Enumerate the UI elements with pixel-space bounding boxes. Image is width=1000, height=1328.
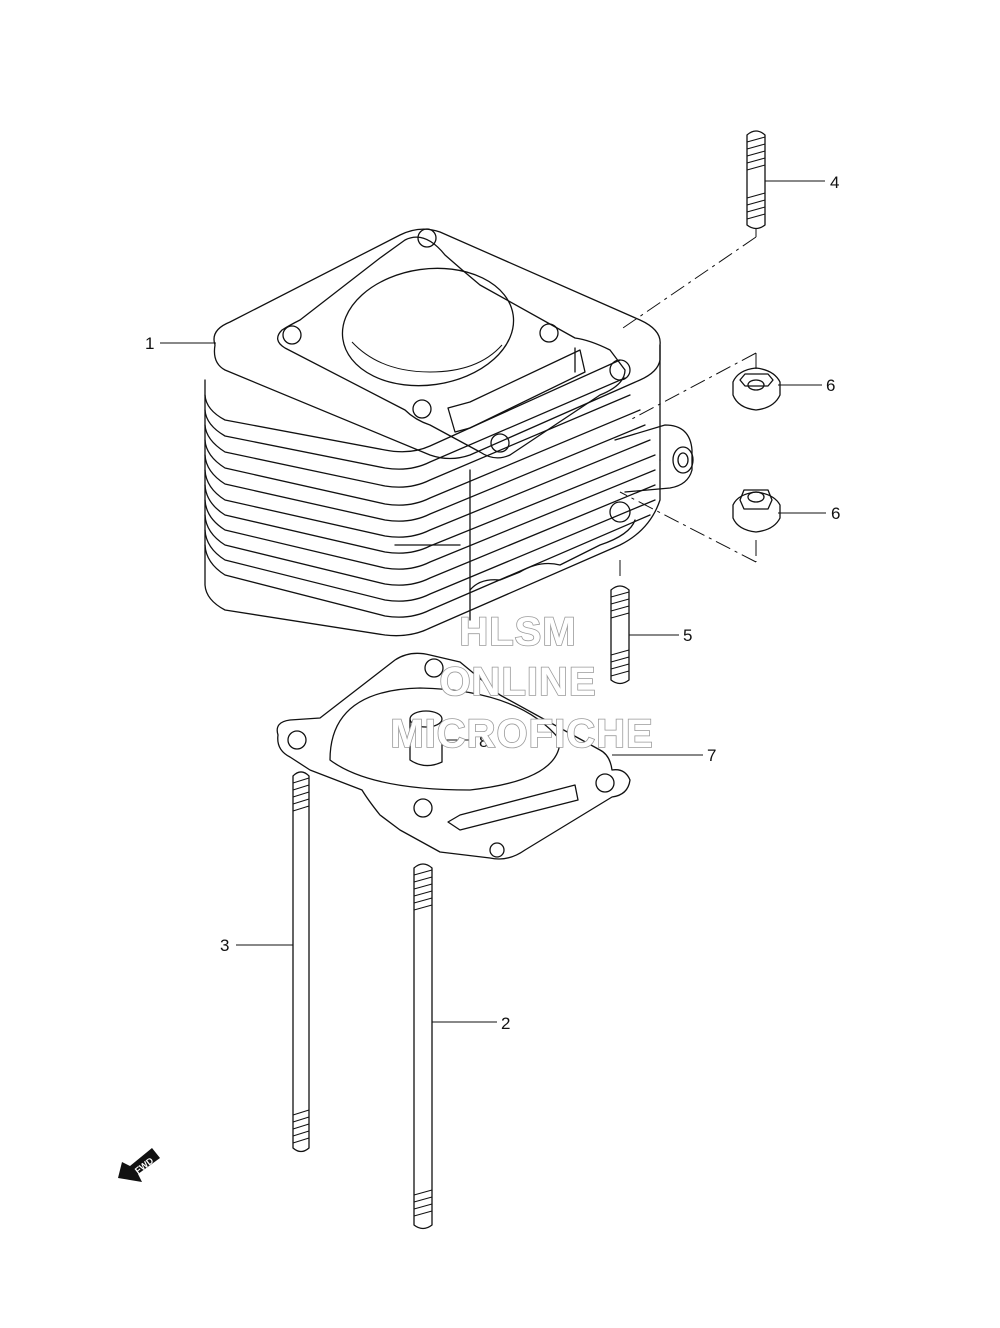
dowel-pin-part [409,710,443,767]
callout-labels: 1 2 3 4 5 6 6 7 8 [145,173,840,1033]
callout-6-upper: 6 [826,376,835,395]
long-stud-part [413,863,433,1230]
cylinder-part [204,228,694,637]
short-stud-part-4 [746,130,766,230]
watermark-line-2: ONLINE [439,660,596,704]
leader-lines [160,180,826,1023]
nut-part-lower [732,489,781,533]
callout-2: 2 [501,1014,510,1033]
callout-5: 5 [683,626,692,645]
long-stud-part-3 [292,771,310,1153]
watermark: HLSM ONLINE MICROFICHE [390,609,654,757]
watermark-line-3: MICROFICHE [390,712,653,756]
callout-8: 8 [479,732,488,751]
alignment-lines [619,228,757,580]
watermark-line-1: HLSM [459,610,576,654]
callout-4: 4 [830,173,839,192]
short-stud-part-5 [610,585,630,685]
callout-6-lower: 6 [831,504,840,523]
callout-7: 7 [707,746,716,765]
fwd-arrow-icon: FWD [118,1148,160,1182]
callout-1: 1 [145,334,154,353]
base-gasket-part [276,652,631,860]
nut-part-upper [732,367,781,411]
callout-3: 3 [220,936,229,955]
